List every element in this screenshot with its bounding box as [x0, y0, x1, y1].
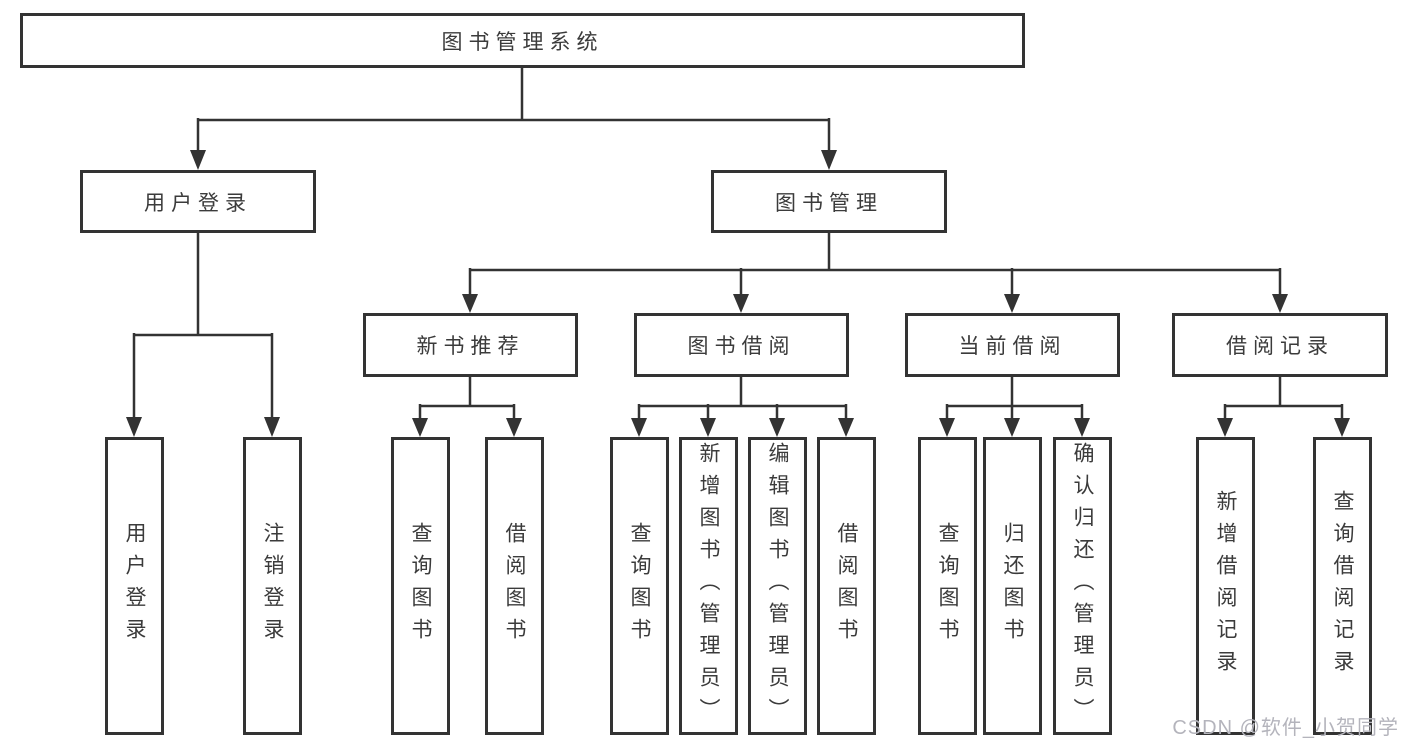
- leaf-query-books-recommend: 查询图书: [391, 437, 450, 735]
- node-label: 查询图书: [409, 522, 432, 650]
- leaf-query-books-current: 查询图书: [918, 437, 977, 735]
- node-label: 图书管理: [775, 191, 883, 215]
- node-label: 新书推荐: [416, 335, 525, 358]
- node-label: 图书借阅: [687, 335, 796, 358]
- node-label: 确认归还（管理员）: [1071, 442, 1094, 730]
- node-user-login: 用户登录: [80, 170, 316, 233]
- csdn-watermark: CSDN @软件_小贺同学: [1172, 717, 1399, 739]
- node-label: 编辑图书（管理员）: [766, 442, 789, 730]
- node-label: 查询图书: [628, 522, 651, 650]
- leaf-borrow-books-recommend: 借阅图书: [485, 437, 544, 735]
- node-label: 查询图书: [936, 522, 959, 650]
- node-label: 新增图书（管理员）: [697, 442, 720, 730]
- leaf-add-borrow-record: 新增借阅记录: [1196, 437, 1255, 735]
- node-label: 注销登录: [261, 522, 284, 650]
- leaf-return-books: 归还图书: [983, 437, 1042, 735]
- leaf-add-book-admin: 新增图书（管理员）: [679, 437, 738, 735]
- node-current-borrowing: 当前借阅: [905, 313, 1120, 377]
- node-label: 借阅图书: [503, 522, 526, 650]
- node-label: 图书管理系统: [441, 30, 604, 54]
- node-label: 当前借阅: [958, 335, 1067, 358]
- node-label: 借阅图书: [835, 522, 858, 650]
- leaf-confirm-return-admin: 确认归还（管理员）: [1053, 437, 1112, 735]
- node-label: 新增借阅记录: [1214, 490, 1237, 682]
- node-new-book-recommend: 新书推荐: [363, 313, 578, 377]
- node-book-management: 图书管理: [711, 170, 947, 233]
- leaf-borrow-books: 借阅图书: [817, 437, 876, 735]
- node-label: 归还图书: [1001, 522, 1024, 650]
- leaf-query-borrow-record: 查询借阅记录: [1313, 437, 1372, 735]
- node-label: 用户登录: [144, 191, 252, 215]
- node-label: 借阅记录: [1226, 335, 1334, 358]
- node-label: 用户登录: [123, 522, 146, 650]
- leaf-edit-book-admin: 编辑图书（管理员）: [748, 437, 807, 735]
- node-borrowing-records: 借阅记录: [1172, 313, 1388, 377]
- leaf-logout: 注销登录: [243, 437, 302, 735]
- leaf-user-login: 用户登录: [105, 437, 164, 735]
- node-label: 查询借阅记录: [1331, 490, 1354, 682]
- node-book-borrowing: 图书借阅: [634, 313, 849, 377]
- node-library-management-system: 图书管理系统: [20, 13, 1025, 68]
- leaf-query-books-borrowing: 查询图书: [610, 437, 669, 735]
